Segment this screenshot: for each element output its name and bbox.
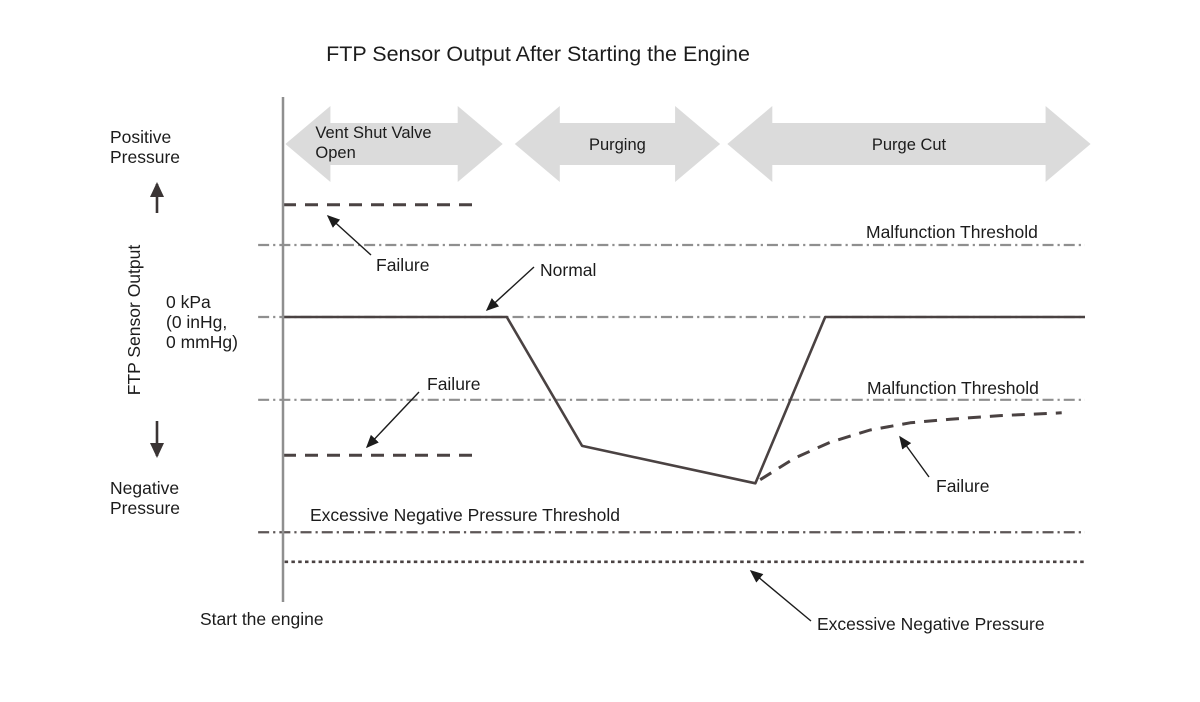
- zero-kpa-label: 0 kPa(0 inHg,0 mmHg): [166, 292, 238, 352]
- normal-callout-arrow-icon: [485, 266, 535, 312]
- failure-top-callout-arrow-icon: [326, 214, 372, 256]
- phase-arrow-1: [514, 106, 721, 182]
- phase-arrow-0: [285, 106, 503, 182]
- diagram-title: FTP Sensor Output After Starting the Eng…: [326, 42, 750, 66]
- failure-right-callout-arrow-icon: [899, 435, 930, 478]
- series-normal: [283, 315, 1085, 485]
- failure-right-label: Failure: [936, 476, 990, 496]
- failure-top-label: Failure: [376, 255, 430, 275]
- y-axis-title: FTP Sensor Output: [124, 245, 144, 396]
- phase-label-2: Purge Cut: [872, 136, 947, 154]
- excessive-negative-pressure-label: Excessive Negative Pressure: [817, 614, 1045, 634]
- phase-arrow-2: [727, 106, 1091, 182]
- malfunction-threshold-lower-label: Malfunction Threshold: [867, 378, 1039, 398]
- failure-left-label: Failure: [427, 374, 481, 394]
- start-engine-label: Start the engine: [200, 609, 324, 629]
- excessive-negative-pressure-callout-arrow-icon: [749, 570, 812, 622]
- series-failure_slow_recovery: [759, 411, 1062, 481]
- sensor-output-curves-layer: [283, 203, 1085, 485]
- malfunction-threshold-upper-label: Malfunction Threshold: [866, 222, 1038, 242]
- normal-label: Normal: [540, 260, 596, 280]
- excessive-negative-pressure-threshold-label: Excessive Negative Pressure Threshold: [310, 505, 620, 525]
- phase-label-1: Purging: [589, 136, 646, 154]
- failure-left-callout-arrow-icon: [365, 391, 420, 449]
